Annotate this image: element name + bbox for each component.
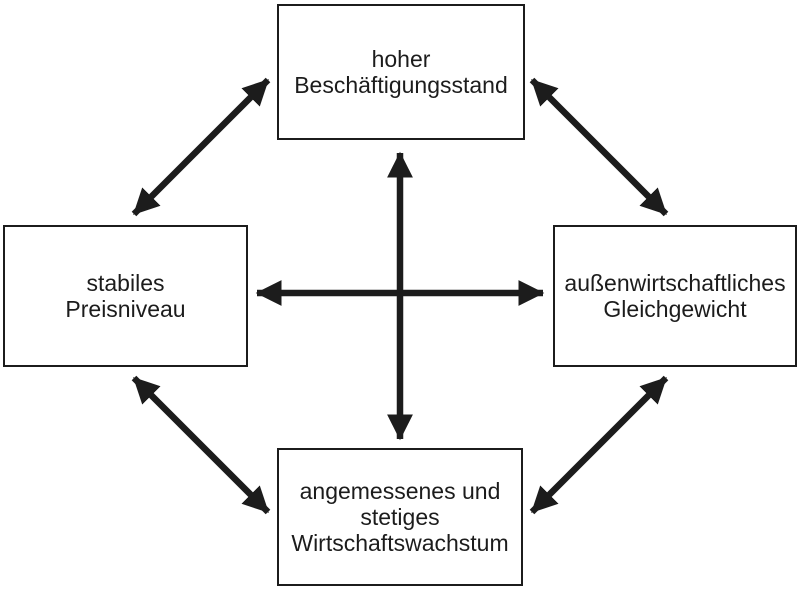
arrow-left-top xyxy=(131,77,271,217)
node-aussenwirtschaftliches-gleichgewicht: außenwirtschaftliches Gleichgewicht xyxy=(553,225,797,367)
node-label-line: Gleichgewicht xyxy=(603,296,747,322)
node-hoher-beschaeftigungsstand: hoher Beschäftigungsstand xyxy=(277,4,525,140)
node-label-line: angemessenes und xyxy=(299,478,501,504)
node-label-line: außenwirtschaftliches xyxy=(564,270,786,296)
node-label-line: Beschäftigungsstand xyxy=(294,72,508,98)
node-label-line: Preisniveau xyxy=(65,296,186,322)
node-label-line: hoher xyxy=(371,46,431,72)
node-label-line: stabiles xyxy=(86,270,165,296)
node-wirtschaftswachstum: angemessenes und stetiges Wirtschaftswac… xyxy=(277,448,523,586)
node-stabiles-preisniveau: stabiles Preisniveau xyxy=(3,225,248,367)
node-label-line: Wirtschaftswachstum xyxy=(291,530,509,556)
arrow-bottom-right xyxy=(529,375,669,515)
node-label-line: stetiges xyxy=(360,504,440,530)
arrow-top-right xyxy=(529,77,669,217)
arrow-left-bottom xyxy=(131,375,271,515)
